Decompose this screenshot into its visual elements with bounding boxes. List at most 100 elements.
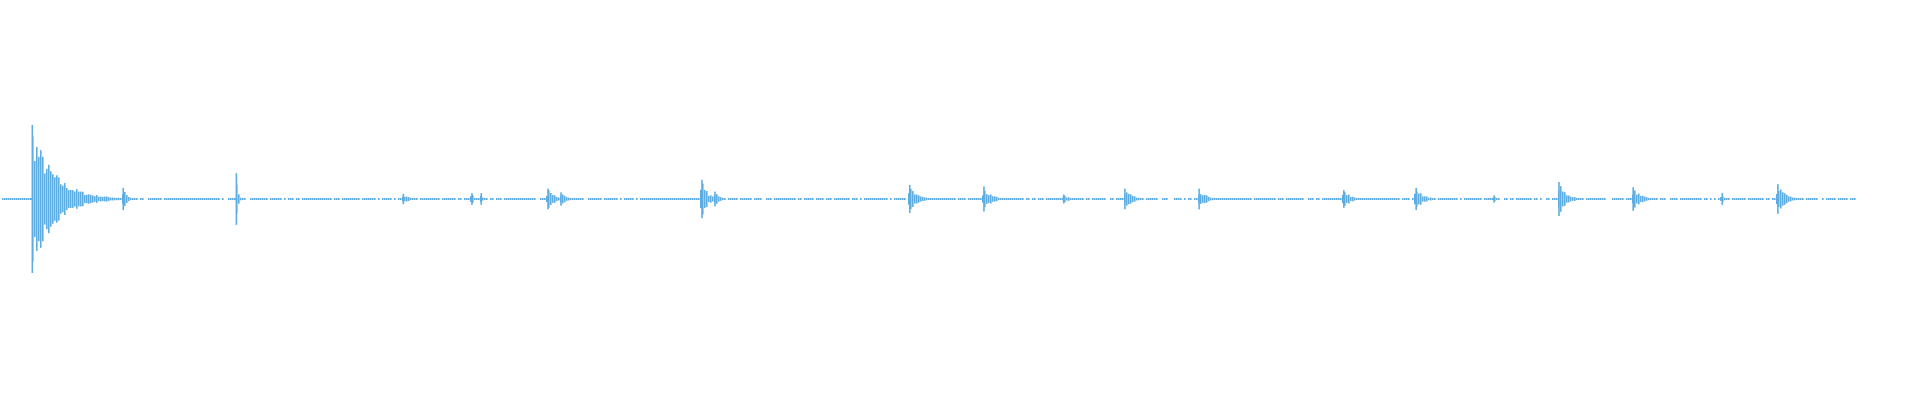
waveform-sample <box>350 198 352 200</box>
waveform-sample <box>114 197 116 201</box>
waveform-sample <box>1120 198 1122 200</box>
waveform-sample <box>352 198 354 200</box>
waveform-sample <box>1642 195 1644 203</box>
waveform-sample <box>188 198 190 200</box>
waveform-sample <box>342 198 344 200</box>
waveform-sample <box>1048 198 1050 200</box>
waveform-sample <box>1366 198 1368 200</box>
waveform-sample <box>344 198 346 200</box>
waveform-sample <box>542 198 544 200</box>
waveform-sample <box>1012 198 1014 200</box>
waveform-sample <box>1092 198 1094 200</box>
waveform-sample <box>648 198 650 200</box>
waveform-sample <box>1226 198 1228 200</box>
waveform-sample <box>252 198 254 200</box>
waveform-sample <box>206 198 208 200</box>
waveform-sample <box>782 198 784 200</box>
waveform-sample <box>860 198 862 200</box>
waveform-sample <box>660 198 662 200</box>
waveform-sample <box>818 198 820 200</box>
waveform-sample <box>438 198 440 200</box>
waveform-sample <box>482 197 484 201</box>
waveform-sample <box>866 198 868 200</box>
waveform-peak <box>701 179 703 219</box>
waveform-sample <box>566 197 568 201</box>
waveform-sample <box>1842 198 1844 200</box>
waveform-sample <box>1562 191 1564 207</box>
waveform-sample <box>580 198 582 200</box>
waveform-sample <box>1268 198 1270 200</box>
waveform-sample <box>420 198 422 200</box>
waveform-sample <box>358 198 360 200</box>
waveform-sample <box>740 198 742 200</box>
waveform-sample <box>650 198 652 200</box>
waveform-sample <box>1696 198 1698 200</box>
waveform-sample <box>688 198 690 200</box>
waveform-sample <box>1310 198 1312 200</box>
waveform-sample <box>788 198 790 200</box>
waveform-sample <box>444 198 446 200</box>
waveform-sample <box>598 198 600 200</box>
waveform-sample <box>84 194 86 204</box>
waveform-sample <box>844 198 846 200</box>
waveform-sample <box>298 198 300 200</box>
waveform-sample <box>526 198 528 200</box>
waveform-sample <box>1380 198 1382 200</box>
waveform-sample <box>1618 198 1620 200</box>
waveform-peak <box>1415 187 1417 211</box>
waveform-sample <box>334 198 336 200</box>
waveform-sample <box>264 198 266 200</box>
waveform-sample <box>1808 198 1810 200</box>
waveform-sample <box>1176 198 1178 200</box>
waveform-sample <box>1594 198 1596 200</box>
waveform-sample <box>662 198 664 200</box>
waveform-sample <box>758 198 760 200</box>
waveform-sample <box>1752 198 1754 200</box>
waveform-sample <box>172 198 174 200</box>
waveform-sample <box>92 195 94 203</box>
waveform-sample <box>1778 191 1780 207</box>
waveform-sample <box>1376 198 1378 200</box>
waveform-sample <box>1290 198 1292 200</box>
waveform-sample <box>546 195 548 203</box>
waveform-sample <box>460 198 462 200</box>
waveform-sample <box>1278 198 1280 200</box>
waveform-sample <box>1104 198 1106 200</box>
waveform-sample <box>1386 198 1388 200</box>
waveform-sample <box>1394 198 1396 200</box>
waveform-sample <box>1470 198 1472 200</box>
waveform-sample <box>368 198 370 200</box>
waveform-sample <box>976 198 978 200</box>
waveform-sample <box>1336 198 1338 200</box>
waveform-sample <box>1534 198 1536 200</box>
waveform-sample <box>1748 198 1750 200</box>
waveform-sample <box>1438 198 1440 200</box>
waveform-sample <box>520 198 522 200</box>
waveform-sample <box>838 198 840 200</box>
waveform-sample <box>606 198 608 200</box>
waveform-sample <box>522 198 524 200</box>
waveform-sample <box>1822 198 1824 200</box>
waveform-sample <box>508 198 510 200</box>
waveform-sample <box>1452 198 1454 200</box>
waveform-sample <box>1136 197 1138 201</box>
waveform-sample <box>148 198 150 200</box>
waveform-sample <box>88 194 90 204</box>
waveform-sample <box>800 198 802 200</box>
waveform-sample <box>1028 198 1030 200</box>
waveform-sample <box>1390 198 1392 200</box>
waveform-sample <box>770 198 772 200</box>
waveform-sample <box>534 198 536 200</box>
waveform-sample <box>1286 198 1288 200</box>
waveform-sample <box>826 198 828 200</box>
waveform-sample <box>1418 193 1420 205</box>
waveform-sample <box>1374 198 1376 200</box>
waveform-sample <box>1096 198 1098 200</box>
waveform-sample <box>1010 198 1012 200</box>
waveform-sample <box>136 198 138 200</box>
waveform-sample <box>432 198 434 200</box>
waveform-sample <box>118 197 120 201</box>
waveform-sample <box>260 198 262 200</box>
waveform-sample <box>1794 197 1796 201</box>
waveform-sample <box>614 198 616 200</box>
